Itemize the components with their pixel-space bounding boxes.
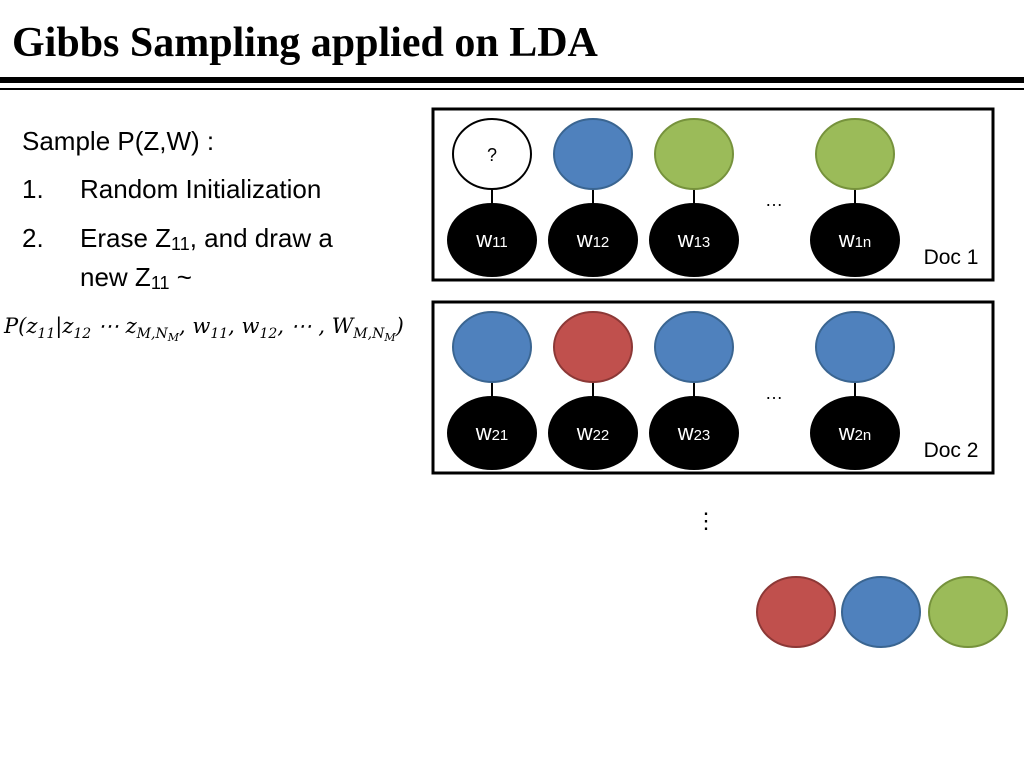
step2-line2-sub: 11	[150, 273, 170, 293]
step2-line2-suffix: ~	[169, 262, 192, 292]
conditional-probability-formula: P(z11|z12 ⋯ zM,NM, w11, w12, ⋯ , WM,NM)	[4, 306, 404, 358]
step2-prefix: Erase Z	[80, 223, 172, 253]
topic-node-blue	[654, 311, 734, 383]
topic-node-green	[815, 118, 895, 190]
palette-topic-green	[928, 576, 1008, 648]
formula-WM-sub: M,NM	[353, 326, 396, 344]
formula-bar: |	[55, 314, 63, 338]
word-node	[447, 203, 537, 277]
topic-palette	[756, 576, 1008, 648]
word-label: w21	[475, 420, 509, 445]
word-node	[810, 396, 900, 470]
topic-node-green	[654, 118, 734, 190]
formula-w12-sub: 12	[259, 326, 278, 342]
horizontal-ellipsis: …	[765, 190, 783, 210]
formula-z11: z	[26, 314, 38, 338]
document-plate-1: ? w11 w12 w13 w1n … Doc 1	[431, 107, 995, 282]
formula-zM-sub-text: M,N	[136, 326, 168, 342]
topic-node-blue	[452, 311, 532, 383]
document-label: Doc 2	[924, 439, 979, 462]
word-label: w11	[475, 227, 507, 252]
formula-close: )	[395, 314, 404, 338]
formula-z12: z	[62, 314, 74, 338]
formula-zM-sub: M,NM	[136, 326, 179, 344]
word-label: w13	[677, 227, 711, 252]
slide-title: Gibbs Sampling applied on LDA	[12, 20, 598, 66]
formula-w12: w	[241, 314, 260, 338]
formula-zM: z	[125, 314, 137, 338]
formula-comma: ,	[178, 314, 193, 338]
palette-topic-blue	[841, 576, 921, 648]
step1-number: 1.	[22, 174, 44, 204]
formula-WM-subsub: M	[384, 331, 396, 344]
formula-comma: ,	[228, 314, 242, 338]
step2-suffix: , and draw a	[189, 223, 333, 253]
step2-line2-prefix: new Z	[80, 262, 151, 292]
word-label: w23	[677, 420, 711, 445]
step2-sub: 11	[171, 234, 190, 254]
word-node	[447, 396, 537, 470]
document-plate-2: w21 w22 w23 w2n … Doc 2	[431, 300, 995, 475]
word-label: w22	[576, 420, 610, 445]
document-label: Doc 1	[924, 246, 979, 269]
step2-text-line2: new Z11 ~	[80, 258, 192, 302]
word-node	[649, 396, 739, 470]
topic-node-blue	[815, 311, 895, 383]
word-node	[548, 203, 638, 277]
step2-number: 2.	[22, 223, 44, 253]
word-label: w2n	[838, 420, 872, 445]
formula-dots-comma: , ⋯ ,	[277, 314, 332, 338]
topic-node-unknown	[452, 118, 532, 190]
title-rule-thick	[0, 77, 1024, 83]
word-node	[649, 203, 739, 277]
topic-unknown-label: ?	[487, 145, 497, 165]
word-label: w12	[576, 227, 610, 252]
formula-z11-sub: 11	[37, 326, 56, 342]
step2-text: Erase Z11, and draw a	[80, 219, 333, 263]
formula-w11: w	[192, 314, 211, 338]
sample-label: Sample P(Z,W) :	[22, 126, 215, 156]
word-label: w1n	[838, 227, 872, 252]
formula-w11-sub: 11	[210, 326, 229, 342]
formula-zM-subsub: M	[167, 331, 179, 344]
formula-WM-sub-text: M,N	[353, 326, 385, 342]
formula-WM: W	[331, 314, 354, 338]
word-node	[810, 203, 900, 277]
word-node	[548, 396, 638, 470]
horizontal-ellipsis: …	[765, 383, 783, 403]
documents-layer: ? w11 w12 w13 w1n … Doc 1 w21 w22 w23 w2n … Doc 2	[431, 107, 995, 475]
vertical-ellipsis: ⋮	[695, 508, 717, 533]
step1-text: Random Initialization	[80, 174, 322, 204]
topic-node-blue	[553, 118, 633, 190]
title-rule-thin	[0, 88, 1024, 90]
formula-p: P(	[4, 314, 27, 338]
palette-topic-red	[756, 576, 836, 648]
formula-dots: ⋯	[91, 314, 126, 338]
topic-node-red	[553, 311, 633, 383]
formula-z12-sub: 12	[73, 326, 92, 342]
